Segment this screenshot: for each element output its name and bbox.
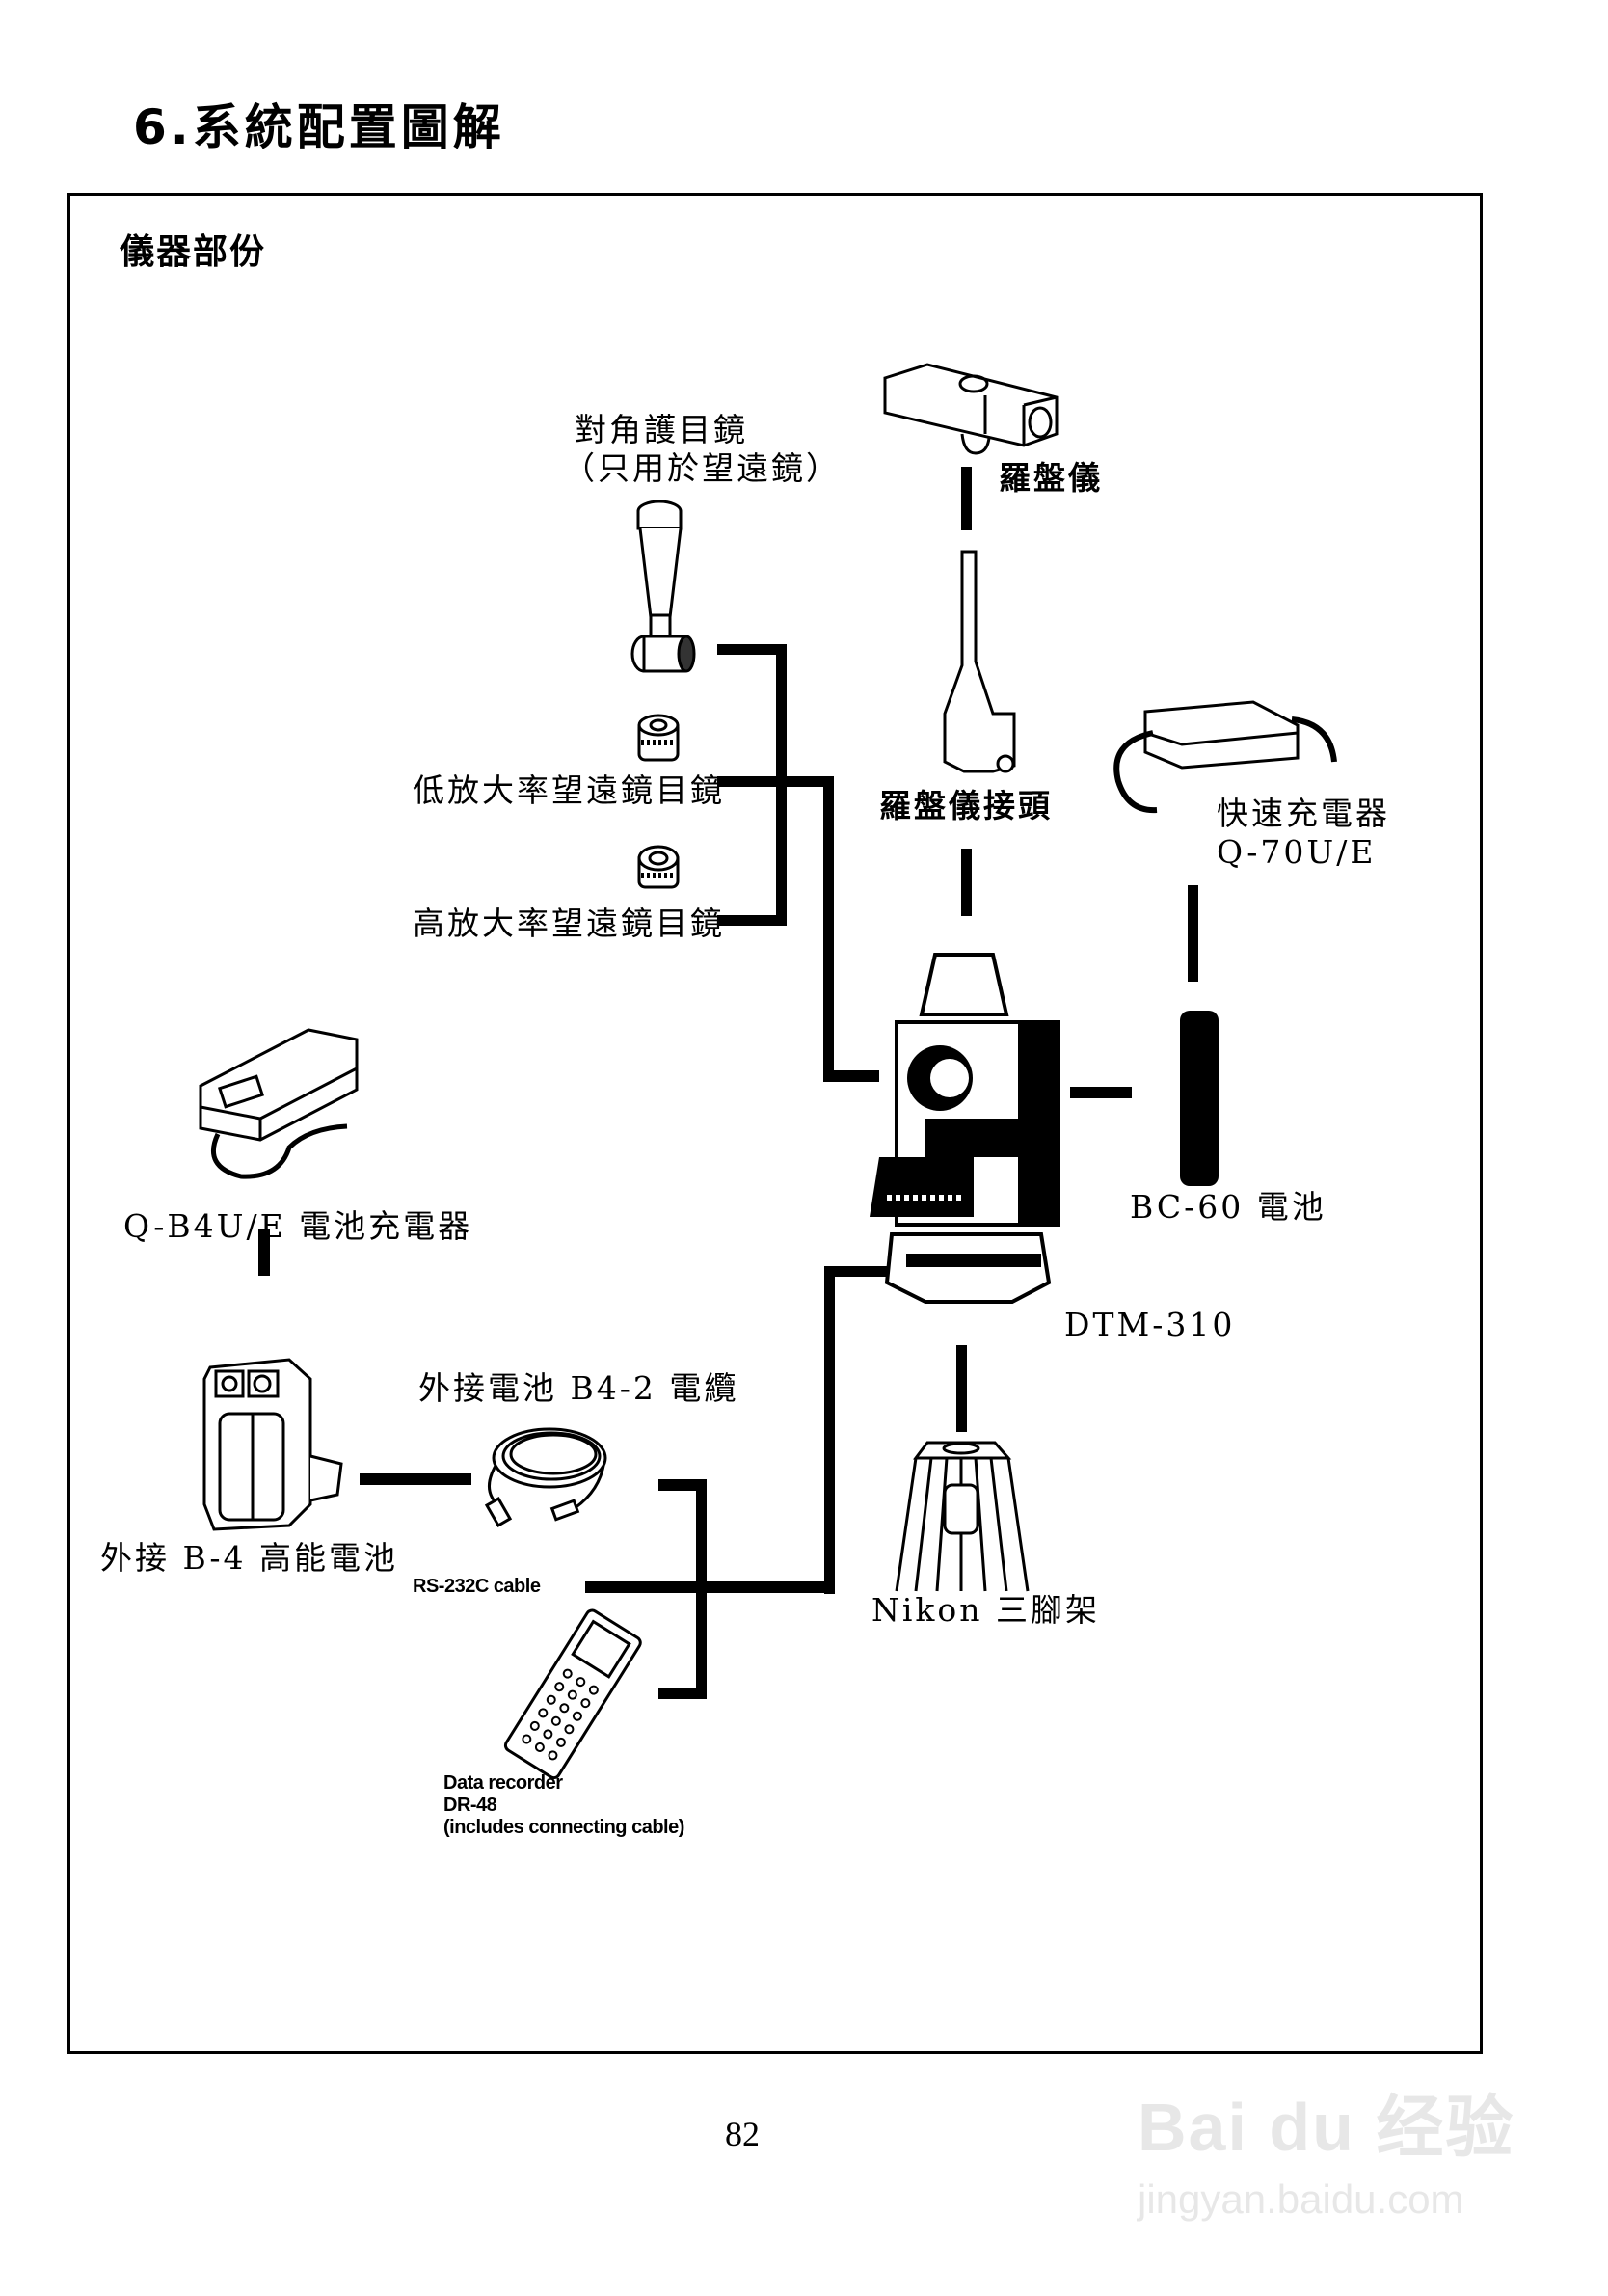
label-qb4-charger: Q-B4U/E 電池充電器 [123,1207,473,1245]
label-diagonal-eyepiece-line1: 對角護目鏡 [575,411,748,448]
watermark-brand: Bai du 经验 [1138,2090,1515,2165]
label-quick-charger: 快速充電器 Q-70U/E [1217,795,1390,871]
compass-icon [883,363,1059,455]
data-recorder-icon [503,1608,642,1780]
tripod-icon [895,1441,1030,1592]
label-dtm310: DTM-310 [1064,1306,1236,1343]
label-b4-cable: 外接電池 B4-2 電纜 [418,1369,739,1407]
b4-cable-icon [484,1427,607,1527]
dtm310-instrument-icon [870,953,1060,1304]
rs232-connector [585,1266,887,1699]
compass-adapter-icon [943,550,1016,773]
charger-connector [1188,885,1198,982]
label-quick-charger-line1: 快速充電器 [1217,795,1390,832]
label-rs232-cable: RS-232C cable [413,1576,541,1597]
bc60-battery-icon [1180,1011,1219,1186]
low-mag-eyepiece-icon [637,714,680,762]
label-data-recorder-line3: (includes connecting cable) [443,1817,684,1838]
quick-charger-icon [1113,700,1337,814]
b4-charger-connector [258,1229,270,1276]
b4-battery-icon [202,1358,343,1531]
diagonal-eyepiece-icon [630,500,696,673]
adapter-connector [961,849,972,916]
diagram-frame [67,193,1483,2054]
label-data-recorder-line1: Data recorder [443,1772,563,1794]
label-diagonal-eyepiece: 對角護目鏡 （只用於望遠鏡） [563,411,841,487]
label-diagonal-eyepiece-line2: （只用於望遠鏡） [563,448,841,487]
label-high-mag-eyepiece: 高放大率望遠鏡目鏡 [413,905,725,942]
eyepiece-connector [717,644,879,1082]
tripod-connector [956,1345,967,1432]
label-compass-adapter: 羅盤儀接頭 [879,787,1053,824]
battery-connector [1070,1087,1132,1098]
qb4-charger-icon [199,1028,359,1179]
label-tripod: Nikon 三腳架 [871,1591,1101,1629]
label-compass: 羅盤儀 [999,459,1103,497]
baidu-watermark: Bai du 经验 jingyan.baidu.com [1138,2073,1533,2285]
label-low-mag-eyepiece: 低放大率望遠鏡目鏡 [413,771,725,809]
compass-connector [961,467,972,530]
label-b4-battery: 外接 B-4 高能電池 [100,1539,398,1577]
page-title: 6.系統配置圖解 [133,99,505,155]
section-heading: 儀器部份 [120,232,267,272]
watermark-url: jingyan.baidu.com [1138,2176,1464,2222]
label-quick-charger-line2: Q-70U/E [1217,832,1377,871]
label-bc60-battery: BC-60 電池 [1130,1188,1327,1226]
label-data-recorder-line2: DR-48 [443,1795,497,1816]
high-mag-eyepiece-icon [637,845,680,889]
b4-cable-connector [360,1473,471,1485]
page-number: 82 [725,2115,760,2153]
label-data-recorder: Data recorder DR-48 (includes connecting… [443,1772,684,1839]
